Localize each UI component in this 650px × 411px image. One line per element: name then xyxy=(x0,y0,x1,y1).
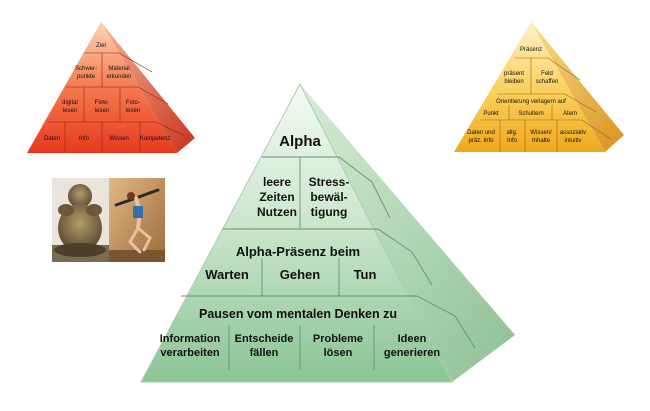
right-pyramid-side xyxy=(531,22,624,152)
right-row3-label: Punkt xyxy=(483,111,499,117)
main-pyramid: Alpha leere Zeiten Nutzen Stress- bewäl-… xyxy=(140,82,515,383)
left-pyramid-grid xyxy=(48,52,186,153)
jumping-person-photo xyxy=(109,178,165,262)
left-row4-label: Info xyxy=(79,136,90,142)
left-pyramid-front xyxy=(27,22,177,153)
right-row2-label: Feld xyxy=(541,71,553,77)
right-pyramid-front xyxy=(454,22,605,152)
left-row3-label: lesen xyxy=(95,108,109,114)
right-row3-label: Atem xyxy=(563,111,577,117)
main-row4-label: generieren xyxy=(384,347,441,359)
main-top-label: Alpha xyxy=(279,133,321,150)
left-row4-label: Wissen xyxy=(109,136,129,142)
main-row4-label: Probleme xyxy=(313,333,363,345)
left-row3-label: digital xyxy=(62,100,78,106)
right-row4-label: präz. Info xyxy=(468,138,494,144)
main-row4-label: Ideen xyxy=(398,333,427,345)
main-row3-title: Alpha-Präsenz beim xyxy=(236,244,360,259)
right-row4-label: Wissen/ xyxy=(530,130,552,136)
left-row4-label: Kompetenz xyxy=(140,136,170,142)
main-row4-label: Information xyxy=(160,333,221,345)
right-row3-title: Orientierung verlagern auf xyxy=(496,99,566,105)
right-row4-label: Daten und xyxy=(467,130,495,136)
main-row4-label: lösen xyxy=(324,347,353,359)
left-row4-label: Daten xyxy=(44,136,60,142)
main-row2-label: tigung xyxy=(311,205,348,219)
main-row4-label: verarbeiten xyxy=(160,347,220,359)
main-row3-label: Tun xyxy=(354,267,377,282)
main-pyramid-grid xyxy=(181,156,476,370)
left-row2-label: erkunden xyxy=(106,74,131,80)
main-pyramid-front xyxy=(141,84,452,382)
left-row2-label: punkte xyxy=(77,74,96,80)
left-row3-label: lesen xyxy=(126,108,140,114)
left-row3-label: Foto- xyxy=(126,100,140,106)
main-row3-label: Gehen xyxy=(280,267,321,282)
left-row2-label: Material xyxy=(108,66,129,72)
left-row3-label: lesen xyxy=(63,108,77,114)
main-row4-title: Pausen vom mentalen Denken zu xyxy=(199,307,397,321)
right-row4-label: Inhalte xyxy=(532,138,551,144)
main-row2-label: Nutzen xyxy=(257,205,297,219)
right-pyramid-grid xyxy=(480,57,613,152)
main-row2-label: Zeiten xyxy=(259,190,294,204)
main-row3-label: Warten xyxy=(205,267,249,282)
right-row2-label: bleiben xyxy=(504,79,523,85)
right-row2-label: schaffen xyxy=(536,79,559,85)
buddha-figure-photo xyxy=(52,178,109,262)
main-row2-label: bewäl- xyxy=(310,190,347,204)
right-row2-label: präsent xyxy=(504,71,524,77)
right-pyramid: Präsenz präsent bleiben Feld schaffen Or… xyxy=(454,22,624,152)
right-row3-label: Schultern xyxy=(518,111,543,117)
left-pyramid-side xyxy=(101,22,195,153)
main-pyramid-side xyxy=(300,84,515,382)
right-row4-label: assoziativ xyxy=(560,130,586,136)
right-row4-label: Info xyxy=(507,138,518,144)
main-row2-label: leere xyxy=(263,175,291,189)
left-row2-label: Schwer- xyxy=(75,66,97,72)
left-top-label: Ziel xyxy=(96,43,106,49)
right-top-label: Präsenz xyxy=(520,47,542,53)
right-row4-label: intuitiv xyxy=(564,138,581,144)
left-pyramid: Ziel Schwer- punkte Material erkunden di… xyxy=(27,22,195,153)
main-row4-label: Entscheide xyxy=(235,333,294,345)
left-row3-label: Flow- xyxy=(95,100,110,106)
main-row4-label: fällen xyxy=(250,347,279,359)
main-row2-label: Stress- xyxy=(309,175,350,189)
right-row4-label: allg. xyxy=(506,130,517,136)
